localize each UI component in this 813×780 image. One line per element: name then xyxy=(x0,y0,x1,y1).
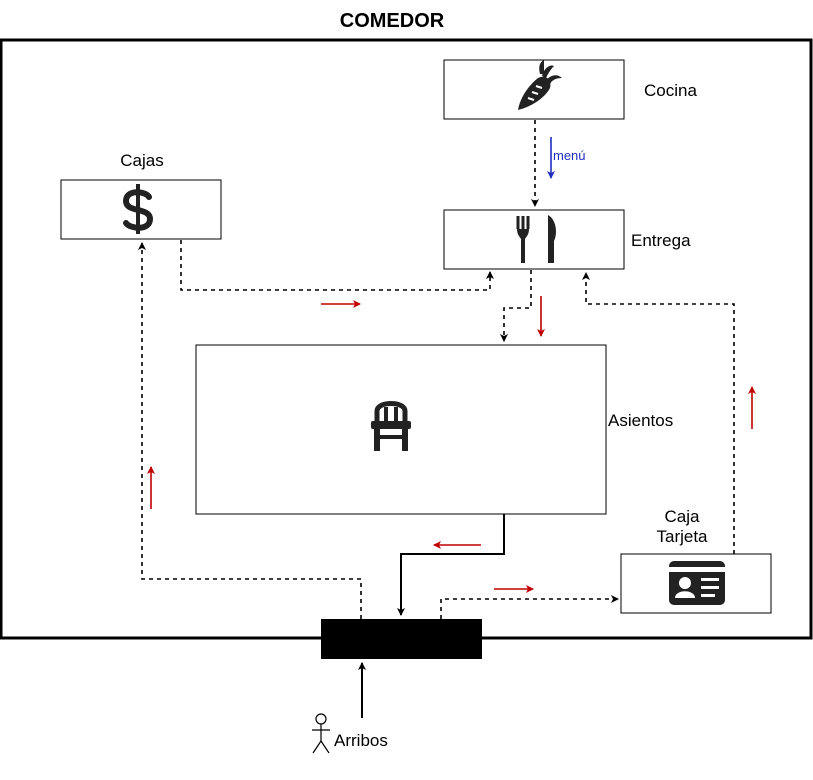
cajas-to-entrega-edge xyxy=(180,240,494,291)
diagram-title: COMEDOR xyxy=(340,10,445,32)
asientos-box[interactable] xyxy=(195,344,607,515)
comedor-container xyxy=(0,38,813,640)
entrega-to-asientos-edge xyxy=(500,270,532,342)
entrega-label: Entrega xyxy=(631,231,691,250)
chair-icon xyxy=(371,401,411,451)
cocina-label: Cocina xyxy=(644,81,697,100)
entrega-box[interactable] xyxy=(443,209,625,270)
asientos-label: Asientos xyxy=(608,411,673,430)
asientos-to-entrance-edge xyxy=(397,514,505,616)
caja-tarjeta-label-line2: Tarjeta xyxy=(656,527,708,546)
caja-tarjeta-to-entrega-edge xyxy=(582,272,735,554)
fork-knife-icon xyxy=(516,215,556,263)
id-card-icon xyxy=(669,561,725,605)
cajas-label: Cajas xyxy=(120,151,163,170)
carrot-icon xyxy=(518,60,562,111)
dollar-icon xyxy=(122,184,154,234)
menu-edge-label: menú xyxy=(553,148,586,163)
entrance-to-cajas-edge xyxy=(138,242,362,619)
entrance-to-caja-tarjeta-edge xyxy=(440,595,619,619)
arribos-label: Arribos xyxy=(334,731,388,750)
person-icon xyxy=(312,713,330,754)
entrance-block[interactable] xyxy=(321,619,482,659)
caja-tarjeta-label-line1: Caja xyxy=(665,507,701,526)
